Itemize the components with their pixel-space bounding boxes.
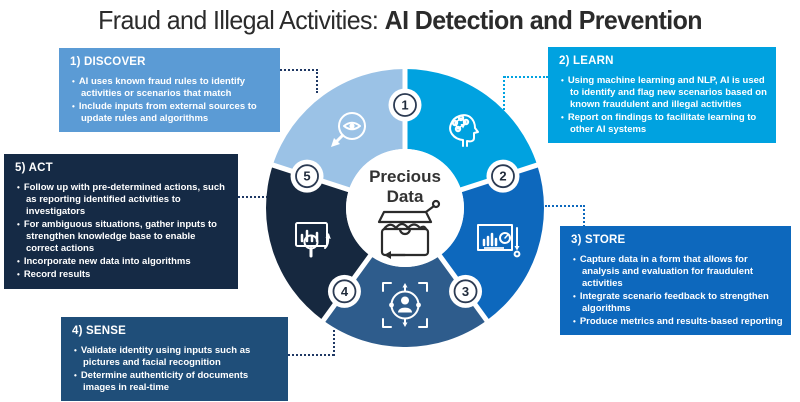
bullet-item: Report on findings to facilitate learnin… xyxy=(561,112,768,136)
connector-discover-horizontal xyxy=(280,69,318,71)
connector-learn-horizontal xyxy=(504,76,548,78)
badge-1 xyxy=(393,93,417,117)
connector-store-horizontal xyxy=(545,205,585,207)
treasure-chest-icon xyxy=(377,199,441,259)
connector-learn-vertical xyxy=(503,76,505,110)
bullet-item: Capture data in a form that allows for a… xyxy=(573,254,783,290)
bullet-item: Determine authenticity of documents imag… xyxy=(74,370,280,394)
callout-sense-bullets: Validate identity using inputs such as p… xyxy=(70,345,280,394)
report-chart-icon xyxy=(477,224,521,258)
page-title-bold: AI Detection and Prevention xyxy=(384,5,703,35)
callout-discover-header: 1) DISCOVER xyxy=(70,56,146,68)
callout-discover: 1) DISCOVER AI uses known fraud rules to… xyxy=(59,48,280,133)
center-label-line2: Data xyxy=(387,187,424,206)
magnifier-eye-icon xyxy=(331,112,366,147)
callout-discover-bullets: AI uses known fraud rules to identify ac… xyxy=(68,76,272,125)
page-title-regular: Fraud and Illegal Activities: xyxy=(98,5,385,35)
callout-act-header: 5) ACT xyxy=(15,162,53,174)
badge-5-number: 5 xyxy=(303,169,310,184)
cycle-diagram: Precious Data 1 2 3 4 5 xyxy=(266,69,544,347)
bullet-item: Using machine learning and NLP, AI is us… xyxy=(561,75,768,111)
segment-number-badges: 1 2 3 4 5 xyxy=(295,93,515,304)
bullet-item: AI uses known fraud rules to identify ac… xyxy=(72,76,272,100)
callout-store: 3) STORE Capture data in a form that all… xyxy=(560,226,791,336)
head-network-icon xyxy=(449,114,479,147)
badge-2 xyxy=(491,164,515,189)
callout-learn: 2) LEARN Using machine learning and NLP,… xyxy=(548,47,776,144)
callout-learn-header: 2) LEARN xyxy=(559,55,614,67)
presentation-analysis-icon xyxy=(295,222,331,258)
bullet-item: Follow up with pre-determined actions, s… xyxy=(17,182,230,218)
badge-1-number: 1 xyxy=(401,98,408,113)
bullet-item: For ambiguous situations, gather inputs … xyxy=(17,219,230,255)
callout-sense-header: 4) SENSE xyxy=(72,325,127,337)
center-label-line1: Precious xyxy=(369,167,441,186)
connector-sense-horizontal xyxy=(288,354,334,356)
bullet-item: Produce metrics and results-based report… xyxy=(573,316,783,328)
connector-discover-vertical xyxy=(316,69,318,93)
callout-learn-bullets: Using machine learning and NLP, AI is us… xyxy=(557,75,768,136)
ring-segment-learn xyxy=(405,69,538,190)
badge-4-number: 4 xyxy=(341,284,349,299)
connector-act-horizontal xyxy=(238,196,268,198)
bullet-item: Record results xyxy=(17,269,230,281)
center-hub xyxy=(346,149,464,267)
callout-store-header: 3) STORE xyxy=(571,234,626,246)
connector-sense-vertical xyxy=(333,330,335,356)
callout-act-bullets: Follow up with pre-determined actions, s… xyxy=(13,182,230,282)
callout-act: 5) ACT Follow up with pre-determined act… xyxy=(4,154,238,289)
badge-3 xyxy=(453,279,478,304)
badge-3-number: 3 xyxy=(462,284,469,299)
callout-store-bullets: Capture data in a form that allows for a… xyxy=(569,254,783,328)
callout-sense: 4) SENSE Validate identity using inputs … xyxy=(61,317,288,402)
bullet-item: Integrate scenario feedback to strengthe… xyxy=(573,291,783,315)
person-focus-icon xyxy=(382,282,428,328)
page-title: Fraud and Illegal Activities: AI Detecti… xyxy=(16,5,784,36)
badge-5 xyxy=(295,164,319,189)
bullet-item: Validate identity using inputs such as p… xyxy=(74,345,280,369)
badge-2-number: 2 xyxy=(499,169,506,184)
connector-store-vertical xyxy=(583,205,585,227)
bullet-item: Include inputs from external sources to … xyxy=(72,101,272,125)
badge-4 xyxy=(332,279,357,304)
bullet-item: Incorporate new data into algorithms xyxy=(17,256,230,268)
